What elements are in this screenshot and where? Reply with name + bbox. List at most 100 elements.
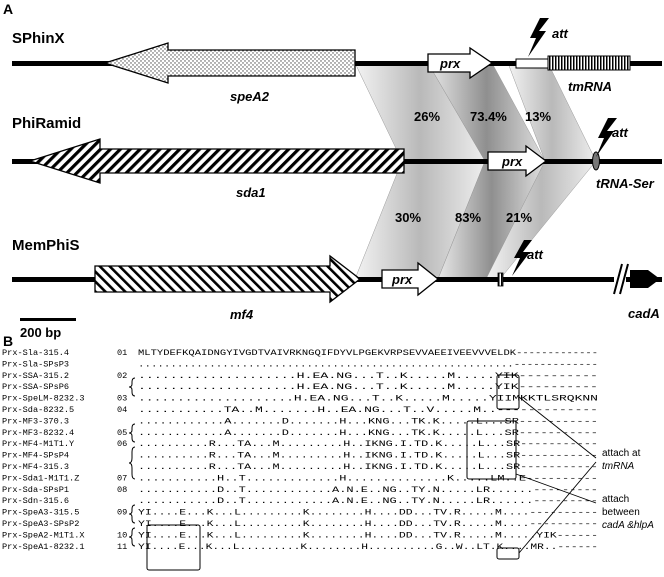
alignment-row: Prx-MF4-M1T1.Y 06 ..........R...TA...M....… <box>2 439 598 449</box>
gene-arrow-mf4 <box>94 254 362 304</box>
sequence-text: ............A.......D.......H...KNG...TK… <box>138 428 598 438</box>
alignment-row: Prx-SpeLM-8232.3 03 ....................H.… <box>2 394 598 404</box>
sequence-name: Prx-SpeLM-8232.3 <box>2 394 85 404</box>
group-number: 03 <box>117 394 127 404</box>
att-marker-memphis <box>497 272 504 287</box>
group-number: 01 <box>117 348 127 358</box>
brace-08 <box>128 504 136 524</box>
brace-02 <box>128 377 136 397</box>
identity-top-3: 13% <box>525 109 551 124</box>
sequence-name: Prx-MF3-8232.4 <box>2 428 74 438</box>
gene-arrow-prx-phiramid <box>487 144 548 178</box>
alignment-row: Prx-MF4-315.3..........R...TA...M.......… <box>2 462 598 472</box>
group-number: 10 <box>117 530 127 540</box>
sequence-text: ...........D..T............A.N.E..NG..TY… <box>138 485 598 495</box>
identity-bottom-3: 21% <box>506 210 532 225</box>
alignment-row: Prx-MF3-370.3............A.......D......… <box>2 416 598 426</box>
sequence-text: ..........R...TA...M.........H..IKNG.I.T… <box>138 451 598 461</box>
sequence-text: ..........R...TA...M.........H..IKNG.I.T… <box>138 439 598 449</box>
phage-name-sphinx: SPhinX <box>12 30 65 47</box>
gene-label-trna-ser: tRNA-Ser <box>596 176 655 191</box>
gene-label-sda1: sda1 <box>236 185 266 200</box>
trna-ser-marker <box>592 151 600 171</box>
annotation-1-line1: attach at <box>602 448 641 459</box>
alignment-row: Prx-Sdn-315.6...........D..T............… <box>2 496 598 506</box>
sequence-name: Prx-Sla-315.4 <box>2 348 69 358</box>
box-yi-ek <box>146 524 201 571</box>
sequence-text: ...........TA..M.......H..EA.NG...T..V..… <box>138 405 598 415</box>
homology-bands <box>354 62 597 280</box>
alignment-row: Prx-SSA-SPsP6 ....................H.EA.NG… <box>2 382 598 392</box>
sequence-text: ....................H.EA.NG...T..K.....M… <box>138 371 598 381</box>
group-number: 08 <box>117 485 127 495</box>
sequence-name: Prx-SSA-SPsP6 <box>2 382 69 392</box>
identity-top-1: 26% <box>414 109 440 124</box>
group-number: 07 <box>117 473 127 483</box>
annotation-2-line3: cadA &hlpA <box>602 520 654 531</box>
identity-top-2: 73.4% <box>470 109 507 124</box>
alignment-row: Prx-Sda-8232.5 04 ...........TA..M.......H… <box>2 405 598 415</box>
att-label-sphinx: att <box>552 26 569 41</box>
brace-06 <box>128 446 136 480</box>
scale-bar <box>20 318 76 321</box>
sequence-name: Prx-SpeA2-M1T1.X <box>2 530 85 540</box>
gene-label-prx-sphinx: prx <box>439 56 461 71</box>
annotation-pointers <box>515 396 597 554</box>
sequence-text: ...........H..T.............H...........… <box>138 473 598 483</box>
sequence-name: Prx-MF3-370.3 <box>2 416 69 426</box>
sequence-name: Prx-SpeA1-8232.1 <box>2 542 85 552</box>
gene-arrow-prx-sphinx <box>427 46 494 80</box>
panel-b-letter: B <box>3 333 13 349</box>
group-number: 02 <box>117 371 127 381</box>
group-number: 06 <box>117 439 127 449</box>
pointer-1 <box>518 396 597 459</box>
gene-label-cadA: cadA <box>628 306 660 321</box>
lightning-icon <box>596 118 617 157</box>
sequence-text: ....................H.EA.NG...T..K.....M… <box>138 382 598 392</box>
row-memphis: MemPhiS mf4 prx att cadA <box>12 237 662 322</box>
sequence-name: Prx-Sda-8232.5 <box>2 405 74 415</box>
gene-label-mf4: mf4 <box>230 307 254 322</box>
gene-arrow-cadA <box>630 270 660 288</box>
sequence-text: ...........D..T............A.N.E..NG..TY… <box>138 496 598 506</box>
gene-label-tmRNA: tmRNA <box>568 79 612 94</box>
gene-arrow-speA2 <box>102 42 356 84</box>
brace-09 <box>128 527 136 547</box>
box-yik-top <box>496 374 520 410</box>
phage-name-phiramid: PhiRamid <box>12 115 81 132</box>
group-number: 09 <box>117 508 127 518</box>
identity-bottom-1: 30% <box>395 210 421 225</box>
alignment-row: Prx-MF4-SPsP4 ..........R...TA...M.......… <box>2 451 598 461</box>
highlight-boxes <box>146 374 520 571</box>
sequence-text: ........................................… <box>138 359 598 369</box>
row-sphinx: SPhinX speA2 prx tmRNA att <box>12 18 662 104</box>
gene-arrow-sda1 <box>27 138 405 184</box>
identity-bottom-2: 83% <box>455 210 481 225</box>
sequence-name: Prx-MF4-M1T1.Y <box>2 439 74 449</box>
alignment-row: Prx-Sla-SPsP3...........................… <box>2 359 598 369</box>
group-number: 04 <box>117 405 127 415</box>
box-yik-bottom <box>496 547 520 560</box>
lightning-icon <box>528 18 549 57</box>
sequence-name: Prx-Sla-SPsP3 <box>2 359 69 369</box>
sequence-name: Prx-MF4-SPsP4 <box>2 451 69 461</box>
row-phiramid: PhiRamid sda1 prx tRNA-Ser att <box>12 115 662 200</box>
annotation-2-line1: attach <box>602 494 629 505</box>
sequence-text: YI....E...K...L.........K........H....DD… <box>138 508 598 518</box>
annotation-1-line2: tmRNA <box>602 461 635 472</box>
gene-label-prx-memphis: prx <box>391 272 413 287</box>
sequence-text: YI....E...K...L.........K........H....DD… <box>138 519 598 529</box>
pointer-2 <box>518 461 597 554</box>
gene-box-tmRNA <box>547 55 631 71</box>
sequence-text: ....................H.EA.NG...T..K.....M… <box>138 394 598 404</box>
